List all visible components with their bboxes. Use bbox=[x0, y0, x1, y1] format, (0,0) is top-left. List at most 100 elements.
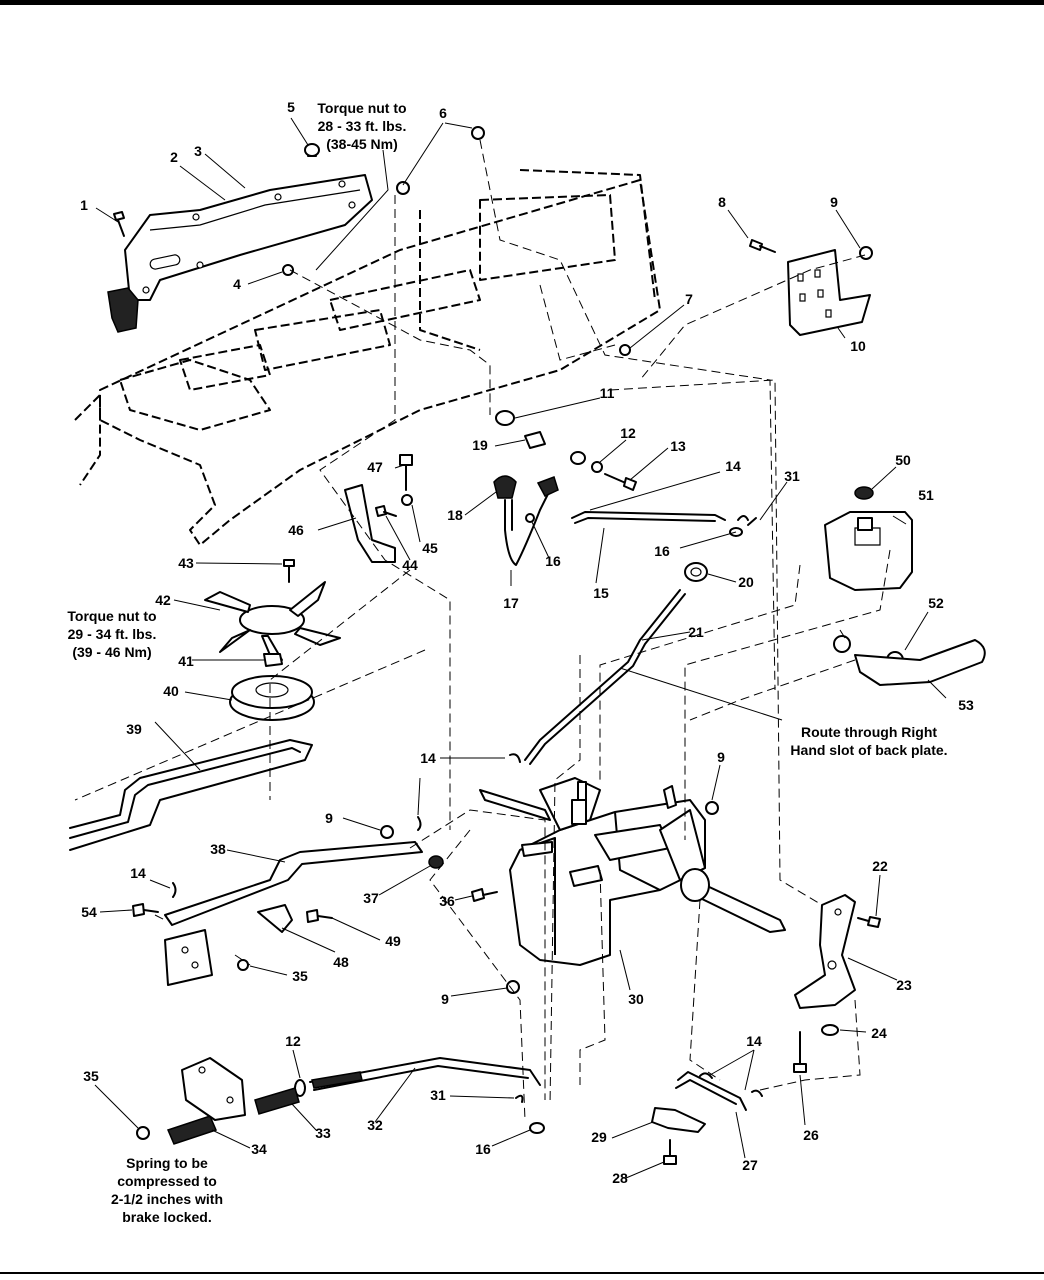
note-line: Hand slot of back plate. bbox=[790, 742, 947, 758]
callout: 17 bbox=[503, 595, 519, 611]
callout: 14 bbox=[130, 865, 146, 881]
callout: 13 bbox=[670, 438, 686, 454]
part-43-screw bbox=[283, 559, 295, 583]
callout: 44 bbox=[402, 557, 418, 573]
note-line: 29 - 34 ft. lbs. bbox=[68, 626, 157, 642]
part-9-nut-upper bbox=[859, 246, 873, 260]
callout: 14 bbox=[420, 750, 436, 766]
part-29-arm bbox=[651, 1107, 706, 1133]
callout: 14 bbox=[746, 1033, 762, 1049]
part-14-clip-left bbox=[172, 753, 521, 898]
part-38-brake-rod bbox=[164, 841, 423, 926]
part-46-bracket bbox=[344, 484, 396, 563]
callout: 4 bbox=[233, 276, 241, 292]
callout: 1 bbox=[80, 197, 88, 213]
part-32-brake-rod bbox=[309, 1057, 541, 1091]
bottom-rule bbox=[0, 1272, 1044, 1274]
callout: 23 bbox=[896, 977, 912, 993]
note-line: Torque nut to bbox=[317, 100, 406, 116]
part-35-nut-lower bbox=[136, 1126, 150, 1140]
callout: 15 bbox=[593, 585, 609, 601]
part-42-fan bbox=[204, 581, 341, 661]
part-24-washer bbox=[821, 1024, 839, 1036]
callout: 30 bbox=[628, 991, 644, 1007]
part-22-bolt bbox=[857, 916, 881, 928]
note-line: Route through Right bbox=[801, 724, 937, 740]
part-34-spring bbox=[166, 1115, 218, 1145]
part-4-nut bbox=[282, 264, 294, 276]
callout: 6 bbox=[439, 105, 447, 121]
part-2-3-rear-plate bbox=[107, 174, 373, 333]
part-41-nut bbox=[263, 653, 283, 667]
callout: 48 bbox=[333, 954, 349, 970]
part-21-shift-rod bbox=[524, 589, 686, 765]
callout: 28 bbox=[612, 1170, 628, 1186]
part-54-bolt bbox=[132, 903, 159, 917]
callout: 50 bbox=[895, 452, 911, 468]
part-53-hose bbox=[854, 639, 986, 686]
callout: 32 bbox=[367, 1117, 383, 1133]
part-35-bracket bbox=[164, 929, 249, 986]
part-36-bolt bbox=[471, 888, 498, 902]
callout: 22 bbox=[872, 858, 888, 874]
callout: 46 bbox=[288, 522, 304, 538]
callout: 40 bbox=[163, 683, 179, 699]
part-7-nut bbox=[619, 344, 631, 356]
callout: 14 bbox=[725, 458, 741, 474]
assembly-lines bbox=[74, 139, 891, 1121]
note-line: (39 - 46 Nm) bbox=[72, 644, 151, 660]
callout: 19 bbox=[472, 437, 488, 453]
top-rule bbox=[0, 0, 1044, 5]
part-20-bushing bbox=[684, 562, 708, 582]
callout: 54 bbox=[81, 904, 97, 920]
part-28-bolt bbox=[663, 1139, 677, 1165]
callout: 35 bbox=[292, 968, 308, 984]
callout: 39 bbox=[126, 721, 142, 737]
part-18-knob bbox=[493, 475, 517, 499]
part-27-rod bbox=[675, 1071, 747, 1111]
callout: 9 bbox=[830, 194, 838, 210]
part-16-arm bbox=[536, 476, 559, 497]
callout: 11 bbox=[600, 385, 615, 401]
callout: 51 bbox=[918, 487, 934, 503]
note-line: brake locked. bbox=[122, 1209, 212, 1225]
note-line: (38-45 Nm) bbox=[326, 136, 398, 152]
note-torque-top: Torque nut to 28 - 33 ft. lbs. (38-45 Nm… bbox=[317, 100, 406, 152]
part-45-washer bbox=[401, 494, 413, 506]
part-8-bolt bbox=[749, 239, 776, 253]
callout: 8 bbox=[718, 194, 726, 210]
part-39-belt bbox=[69, 739, 313, 851]
part-31-clip-upper bbox=[747, 517, 757, 526]
part-33-spring bbox=[254, 1087, 300, 1115]
part-26-bolt bbox=[793, 1031, 807, 1073]
part-6-nut bbox=[396, 126, 485, 195]
part-17-lever bbox=[504, 489, 551, 566]
part-10-bracket bbox=[787, 249, 871, 336]
callout: 3 bbox=[194, 143, 202, 159]
part-31-clip-lower bbox=[515, 1094, 524, 1103]
callout: 49 bbox=[385, 933, 401, 949]
callout: 20 bbox=[738, 574, 754, 590]
part-51-tank bbox=[824, 511, 913, 591]
brake-block bbox=[181, 1057, 246, 1121]
callout: 26 bbox=[803, 1127, 819, 1143]
note-line: compressed to bbox=[117, 1173, 217, 1189]
part-9-nut-mid bbox=[380, 801, 719, 994]
part-12-washer bbox=[591, 461, 603, 473]
callout: 21 bbox=[688, 624, 704, 640]
note-line: Spring to be bbox=[126, 1155, 208, 1171]
callout: 9 bbox=[717, 749, 725, 765]
callout: 29 bbox=[591, 1129, 607, 1145]
callout: 18 bbox=[447, 507, 463, 523]
part-48-bracket bbox=[257, 904, 293, 933]
callout: 37 bbox=[363, 890, 379, 906]
callout: 38 bbox=[210, 841, 226, 857]
part-49-bolt bbox=[306, 909, 333, 923]
note-line: 28 - 33 ft. lbs. bbox=[318, 118, 407, 134]
part-16-washer-c bbox=[529, 1122, 545, 1134]
part-5-plug bbox=[304, 143, 320, 157]
callout: 9 bbox=[441, 991, 449, 1007]
callout-labels: 1 2 3 4 5 6 7 8 9 9 10 11 12 13 14 31 19… bbox=[80, 99, 974, 1186]
callout: 53 bbox=[958, 697, 974, 713]
part-23-bracket bbox=[794, 894, 856, 1009]
